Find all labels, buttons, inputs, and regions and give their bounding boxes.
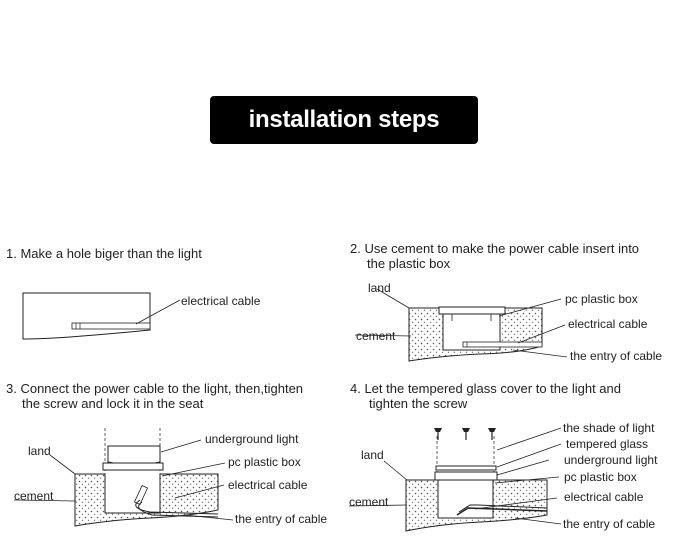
label-land: land bbox=[368, 281, 391, 295]
label-underground-light: underground light bbox=[205, 432, 299, 446]
step-2-text: 2. Use cement to make the power cable in… bbox=[350, 241, 639, 271]
screw-icon bbox=[434, 428, 442, 440]
label-shade-of-light: the shade of light bbox=[563, 421, 655, 435]
label-entry-of-cable: the entry of cable bbox=[570, 349, 662, 363]
underground-light bbox=[107, 445, 161, 466]
label-entry-of-cable: the entry of cable bbox=[235, 512, 327, 526]
step-2-line1: 2. Use cement to make the power cable in… bbox=[350, 241, 640, 256]
screw-icon bbox=[462, 428, 470, 440]
cable bbox=[458, 504, 548, 513]
ground-block bbox=[22, 292, 151, 340]
label-electrical-cable: electrical cable bbox=[181, 294, 261, 308]
cable bbox=[135, 499, 219, 515]
label-underground-light: underground light bbox=[564, 453, 658, 467]
step-4-line2: tighten the screw bbox=[369, 396, 468, 411]
label-electrical-cable: electrical cable bbox=[564, 490, 644, 504]
label-cement: cement bbox=[349, 495, 389, 509]
step-4-diagram: the shade of light tempered glass underg… bbox=[348, 421, 658, 532]
step-1-line1: 1. Make a hole biger than the light bbox=[6, 246, 202, 261]
connector bbox=[133, 485, 149, 505]
step-2-diagram: land cement pc plastic box electrical ca… bbox=[354, 281, 662, 363]
leader-line bbox=[135, 299, 181, 325]
label-electrical-cable: electrical cable bbox=[228, 478, 308, 492]
label-pc-plastic-box: pc plastic box bbox=[564, 470, 637, 484]
box-lid bbox=[438, 306, 506, 315]
step-1-text: 1. Make a hole biger than the light bbox=[6, 246, 202, 261]
label-entry-of-cable: the entry of cable bbox=[563, 517, 655, 531]
label-land: land bbox=[361, 448, 384, 462]
page-title: installation steps bbox=[248, 106, 440, 133]
label-land: land bbox=[28, 444, 51, 458]
screw-icon bbox=[488, 428, 496, 440]
cable bbox=[462, 341, 543, 348]
step-2-line2: the plastic box bbox=[367, 256, 451, 271]
label-cement: cement bbox=[356, 329, 396, 343]
plastic-box bbox=[437, 480, 494, 519]
tempered-glass bbox=[435, 465, 497, 471]
cable-end bbox=[71, 322, 151, 330]
label-cement: cement bbox=[14, 489, 54, 503]
light-rim bbox=[434, 471, 498, 481]
label-tempered-glass: tempered glass bbox=[566, 437, 648, 451]
step-4-text: 4. Let the tempered glass cover to the l… bbox=[350, 381, 621, 411]
step-3-diagram: underground light land pc plastic box ce… bbox=[13, 428, 327, 527]
light-rim bbox=[102, 462, 164, 471]
plastic-box bbox=[442, 308, 501, 351]
step-3-line1: 3. Connect the power cable to the light,… bbox=[6, 381, 304, 396]
label-electrical-cable: electrical cable bbox=[568, 317, 648, 331]
title-banner: installation steps bbox=[210, 96, 478, 144]
step-3-text: 3. Connect the power cable to the light,… bbox=[6, 381, 303, 411]
label-pc-plastic-box: pc plastic box bbox=[565, 292, 638, 306]
step-1-diagram: electrical cable bbox=[22, 292, 261, 340]
step-4-line1: 4. Let the tempered glass cover to the l… bbox=[350, 381, 622, 396]
plastic-box bbox=[104, 474, 161, 514]
label-pc-plastic-box: pc plastic box bbox=[228, 455, 301, 469]
step-3-line2: the screw and lock it in the seat bbox=[22, 396, 204, 411]
